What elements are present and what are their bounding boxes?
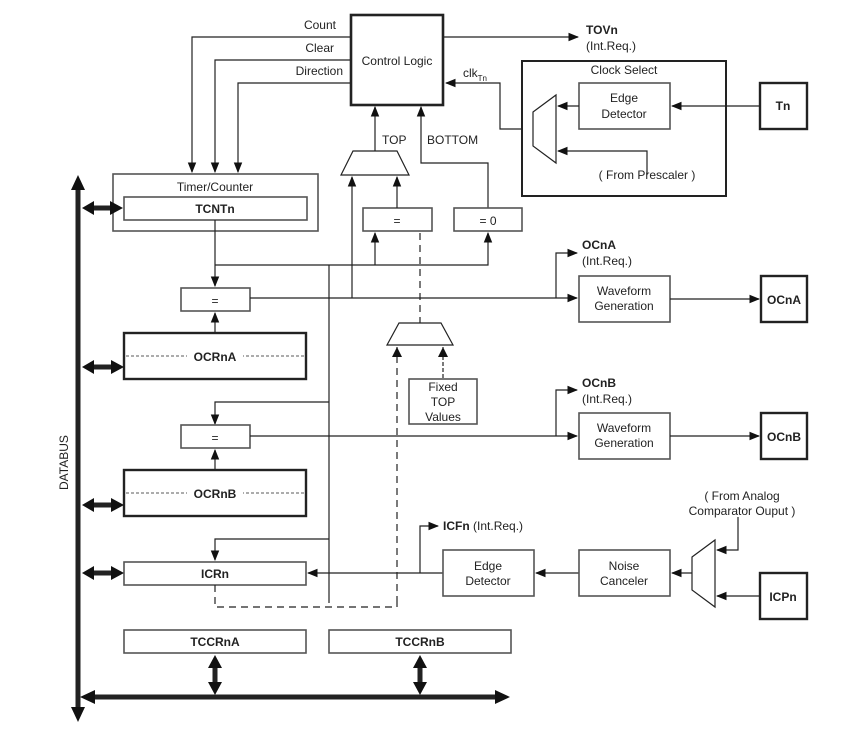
icp-mux bbox=[691, 538, 716, 609]
bottom-label: BOTTOM bbox=[427, 133, 478, 147]
ocra-flag: OCnA bbox=[582, 238, 616, 252]
tov-label: TOVn bbox=[586, 23, 618, 37]
tccra-label: TCCRnA bbox=[190, 635, 240, 649]
ocrb-label: OCRnB bbox=[194, 487, 237, 501]
clear-label: Clear bbox=[305, 41, 334, 55]
fixed-top-2: TOP bbox=[431, 395, 455, 409]
eq-a-label: = bbox=[211, 294, 218, 308]
wave-b-1: Waveform bbox=[597, 421, 651, 435]
clock-select-block: Clock Select Edge Detector ( From Presca… bbox=[521, 60, 727, 197]
tn-pin-label: Tn bbox=[776, 99, 791, 113]
eq-b-label: = bbox=[211, 431, 218, 445]
tccr-section: TCCRnA TCCRnB bbox=[123, 629, 512, 695]
tcnt-bus bbox=[210, 220, 493, 603]
ocra-section: = OCRnA OCnA (Int.Req.) Waveform Generat… bbox=[82, 238, 809, 381]
ocna-pin-label: OCnA bbox=[767, 293, 801, 307]
cs-edge-label-2: Detector bbox=[601, 107, 646, 121]
noise-1: Noise bbox=[609, 559, 640, 573]
icr-section: ICRn ICFn (Int.Req.) Edge Detector Noise… bbox=[82, 489, 809, 621]
tov-note: (Int.Req.) bbox=[586, 39, 636, 53]
ocrb-note: (Int.Req.) bbox=[582, 392, 632, 406]
tcnt-bus-arrow bbox=[82, 201, 123, 215]
control-logic-block: Control Logic bbox=[349, 13, 445, 107]
wave-b-2: Generation bbox=[594, 436, 653, 450]
top-comparators: = = 0 bbox=[347, 175, 523, 298]
clock-select-title: Clock Select bbox=[591, 63, 658, 77]
eq-zero-label: = 0 bbox=[479, 214, 496, 228]
control-signals: Count Clear Direction bbox=[187, 18, 351, 174]
clock-mux bbox=[532, 93, 557, 165]
count-arrow bbox=[187, 36, 351, 174]
ocra-bus-arrow bbox=[82, 360, 124, 374]
top-mux bbox=[340, 150, 410, 176]
fixed-top-section: Fixed TOP Values bbox=[385, 322, 478, 603]
cs-edge-label-1: Edge bbox=[610, 91, 638, 105]
analog-label-2: Comparator Ouput ) bbox=[689, 504, 796, 518]
fixed-top-3: Values bbox=[425, 410, 461, 424]
icr-edge-2: Detector bbox=[465, 574, 510, 588]
ocrb-flag: OCnB bbox=[582, 376, 616, 390]
databus: DATABUS bbox=[57, 175, 510, 722]
ocrb-bus-arrow bbox=[82, 498, 124, 512]
wave-a-2: Generation bbox=[594, 299, 653, 313]
direction-label: Direction bbox=[296, 64, 343, 78]
analog-label-1: ( From Analog bbox=[704, 489, 779, 503]
tn-pin: Tn bbox=[670, 81, 809, 131]
noise-2: Canceler bbox=[600, 574, 648, 588]
fixed-top-1: Fixed bbox=[428, 380, 457, 394]
tccrb-label: TCCRnB bbox=[395, 635, 445, 649]
eq-top-label: = bbox=[393, 214, 400, 228]
icr-label: ICRn bbox=[201, 567, 229, 581]
ocrb-section: = OCRnB OCnB (Int.Req.) Waveform Generat… bbox=[82, 376, 809, 518]
icr-edge-1: Edge bbox=[474, 559, 502, 573]
clear-arrow bbox=[210, 59, 351, 174]
tov-output: TOVn (Int.Req.) bbox=[443, 23, 636, 53]
ocra-note: (Int.Req.) bbox=[582, 254, 632, 268]
top-bottom: TOP BOTTOM bbox=[340, 105, 489, 210]
tccra-bus-arrow bbox=[208, 655, 222, 695]
icf-label: ICFn (Int.Req.) bbox=[443, 519, 523, 533]
clk-signal: clkTn bbox=[444, 66, 533, 130]
fixed-top-mux bbox=[385, 322, 455, 346]
databus-label: DATABUS bbox=[57, 435, 71, 490]
ocnb-pin-label: OCnB bbox=[767, 430, 801, 444]
ocra-label: OCRnA bbox=[194, 350, 237, 364]
icpn-pin-label: ICPn bbox=[769, 590, 796, 604]
tcnt-label: TCNTn bbox=[195, 202, 234, 216]
control-logic-label: Control Logic bbox=[362, 54, 433, 68]
prescaler-label: ( From Prescaler ) bbox=[599, 168, 696, 182]
timer-counter-block: Timer/Counter TCNTn bbox=[82, 173, 319, 232]
count-label: Count bbox=[304, 18, 337, 32]
timer-counter-title: Timer/Counter bbox=[177, 180, 253, 194]
icr-bus-arrow bbox=[82, 566, 124, 580]
direction-arrow bbox=[233, 82, 351, 174]
tccrb-bus-arrow bbox=[413, 655, 427, 695]
wave-a-1: Waveform bbox=[597, 284, 651, 298]
clk-label: clkTn bbox=[463, 66, 487, 83]
top-label: TOP bbox=[382, 133, 406, 147]
